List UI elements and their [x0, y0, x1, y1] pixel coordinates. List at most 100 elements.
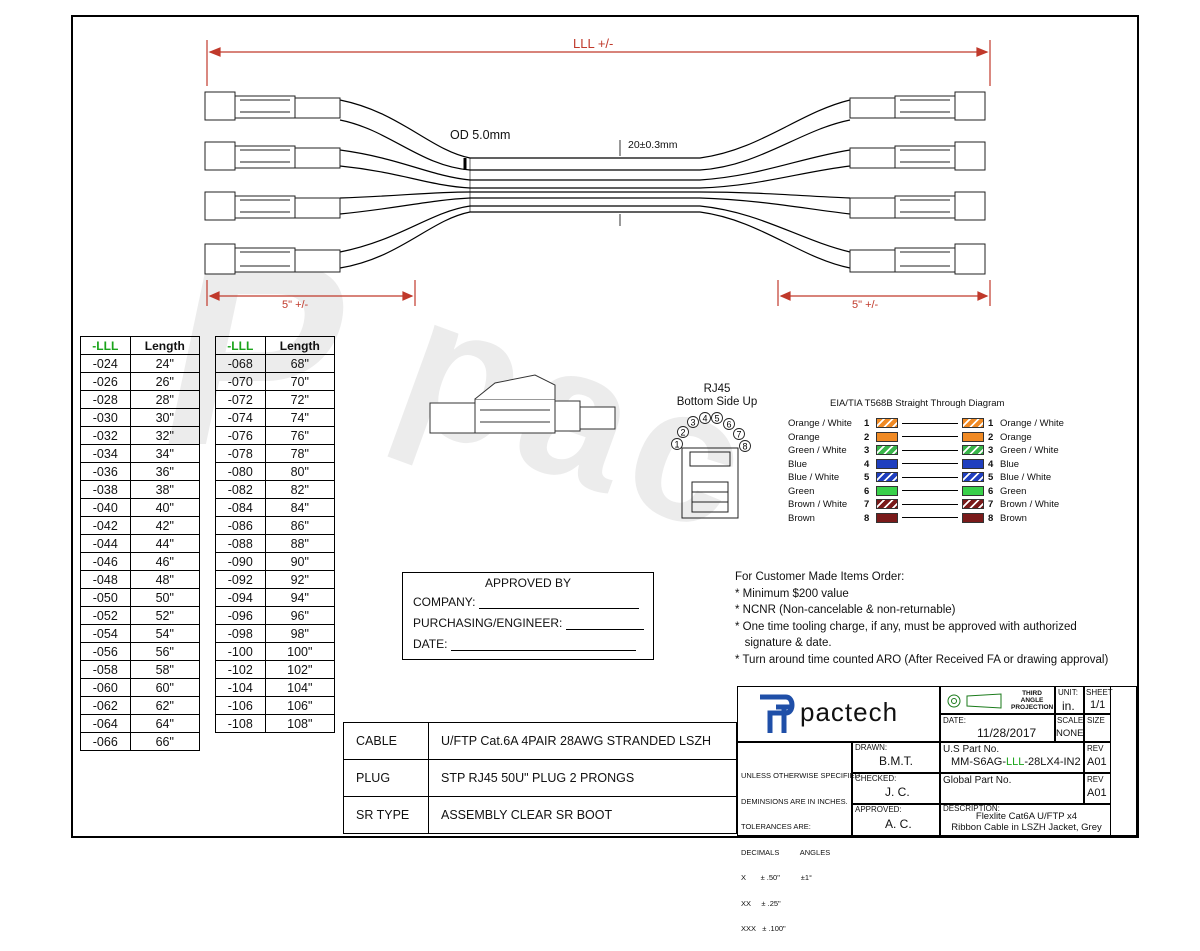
wire-line	[902, 517, 958, 519]
length-code: -078	[215, 444, 266, 463]
wire-left-pin: 3	[864, 445, 870, 456]
wire-right-swatch	[962, 512, 984, 523]
right-plug-1	[849, 91, 986, 121]
length-value: 60"	[129, 678, 201, 697]
approved-cell: APPROVED: A. C.	[852, 804, 940, 836]
length-code: -096	[215, 606, 266, 625]
wire-left-swatch	[876, 458, 898, 469]
projection-label: THIRD ANGLE PROJECTION	[1011, 690, 1054, 711]
wire-right-pin: 8	[988, 512, 994, 524]
wire-right-pin: 5	[988, 472, 994, 483]
length-value: 106"	[264, 696, 336, 715]
wire-left-swatch	[876, 445, 898, 456]
length-value: 82"	[264, 480, 336, 499]
wire-left-pin: 6	[864, 485, 870, 497]
wire-left-label: Orange / White	[788, 418, 852, 429]
length-code: -056	[80, 642, 131, 661]
length-code: -028	[80, 390, 131, 409]
spec-label: SR TYPE	[343, 796, 429, 834]
wiring-title: EIA/TIA T568B Straight Through Diagram	[830, 398, 1005, 409]
length-code: -040	[80, 498, 131, 517]
description-cell: DESCRIPTION: Flexlite Cat6A U/FTP x4 Rib…	[940, 804, 1111, 836]
company-field[interactable]	[478, 596, 639, 609]
approved-value: A. C.	[885, 817, 912, 831]
rj45-title-line1: RJ45	[703, 383, 731, 395]
length-code: -054	[80, 624, 131, 643]
wire-right-label: Blue	[1000, 458, 1020, 470]
wire-left-label: Green / White	[788, 445, 847, 456]
pin-circle	[733, 428, 745, 440]
col-lll-header: -LLL	[215, 336, 266, 355]
length-value: 66"	[129, 732, 201, 751]
pactech-logo-icon	[760, 694, 795, 733]
wire-right-label: Blue / White	[1000, 472, 1052, 483]
pin-circle	[739, 440, 751, 452]
unit-value: in.	[1062, 699, 1075, 713]
tolerance-line: X ± .50" ±1°	[741, 873, 813, 882]
length-value: 102"	[264, 660, 336, 679]
length-value: 78"	[264, 444, 336, 463]
length-code: -042	[80, 516, 131, 535]
wire-left-pin: 4	[864, 458, 870, 470]
length-code: -108	[215, 714, 266, 733]
wire-right-swatch	[962, 499, 984, 510]
length-value: 40"	[129, 498, 201, 517]
sheet-value: 1/1	[1090, 699, 1106, 711]
wire-right-label: Brown / White	[1000, 499, 1060, 510]
length-code: -026	[80, 372, 131, 391]
left-plug-2	[204, 141, 341, 171]
length-value: 92"	[264, 570, 336, 589]
wire-right-swatch	[962, 485, 984, 496]
length-value: 64"	[129, 714, 201, 733]
us-part-number: MM-S6AG-LLL-28LX4-IN2	[951, 756, 1081, 768]
wire-right-swatch	[962, 418, 984, 429]
right-plug-4	[849, 243, 986, 275]
tolerance-line: DECIMALS ANGLES	[741, 847, 831, 857]
col-length-header: Length	[129, 336, 201, 355]
left-plug-3	[204, 191, 341, 221]
length-code: -032	[80, 426, 131, 445]
wire-line	[902, 476, 958, 478]
length-code: -046	[80, 552, 131, 571]
length-value: 56"	[129, 642, 201, 661]
logo-cell: pactech	[737, 686, 940, 742]
wire-left-pin: 5	[864, 472, 870, 483]
global-part-label: Global Part No.	[943, 775, 1012, 786]
date-cell: DATE: 11/28/2017	[940, 714, 1055, 742]
length-value: 54"	[129, 624, 201, 643]
us-part-suffix: -28LX4-IN2	[1024, 756, 1081, 768]
note-line: signature & date.	[735, 637, 832, 649]
us-part-lll: LLL	[1006, 756, 1025, 768]
length-value: 24"	[129, 354, 201, 373]
unit-label: UNIT:	[1058, 688, 1078, 697]
length-code: -068	[215, 354, 266, 373]
purchasing-field[interactable]	[565, 617, 644, 630]
date-field[interactable]	[450, 638, 636, 651]
size-cell: SIZE	[1084, 714, 1111, 742]
wire-left-label: Green	[788, 485, 815, 497]
pin-number: 5	[714, 414, 719, 424]
breakout-right-label: 5" +/-	[852, 299, 879, 311]
length-code: -066	[80, 732, 131, 751]
sheet-label: SHEET	[1086, 688, 1113, 697]
note-line: * Minimum $200 value	[735, 587, 849, 600]
pin-circle	[677, 426, 689, 438]
